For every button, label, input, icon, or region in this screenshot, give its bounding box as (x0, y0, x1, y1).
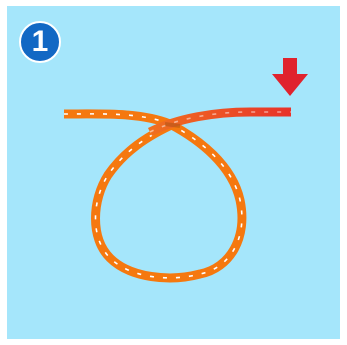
rope-crossing (165, 124, 180, 126)
arrow-down-icon (272, 58, 308, 96)
rope-loop (96, 122, 242, 278)
rope-standing-part (64, 114, 170, 124)
